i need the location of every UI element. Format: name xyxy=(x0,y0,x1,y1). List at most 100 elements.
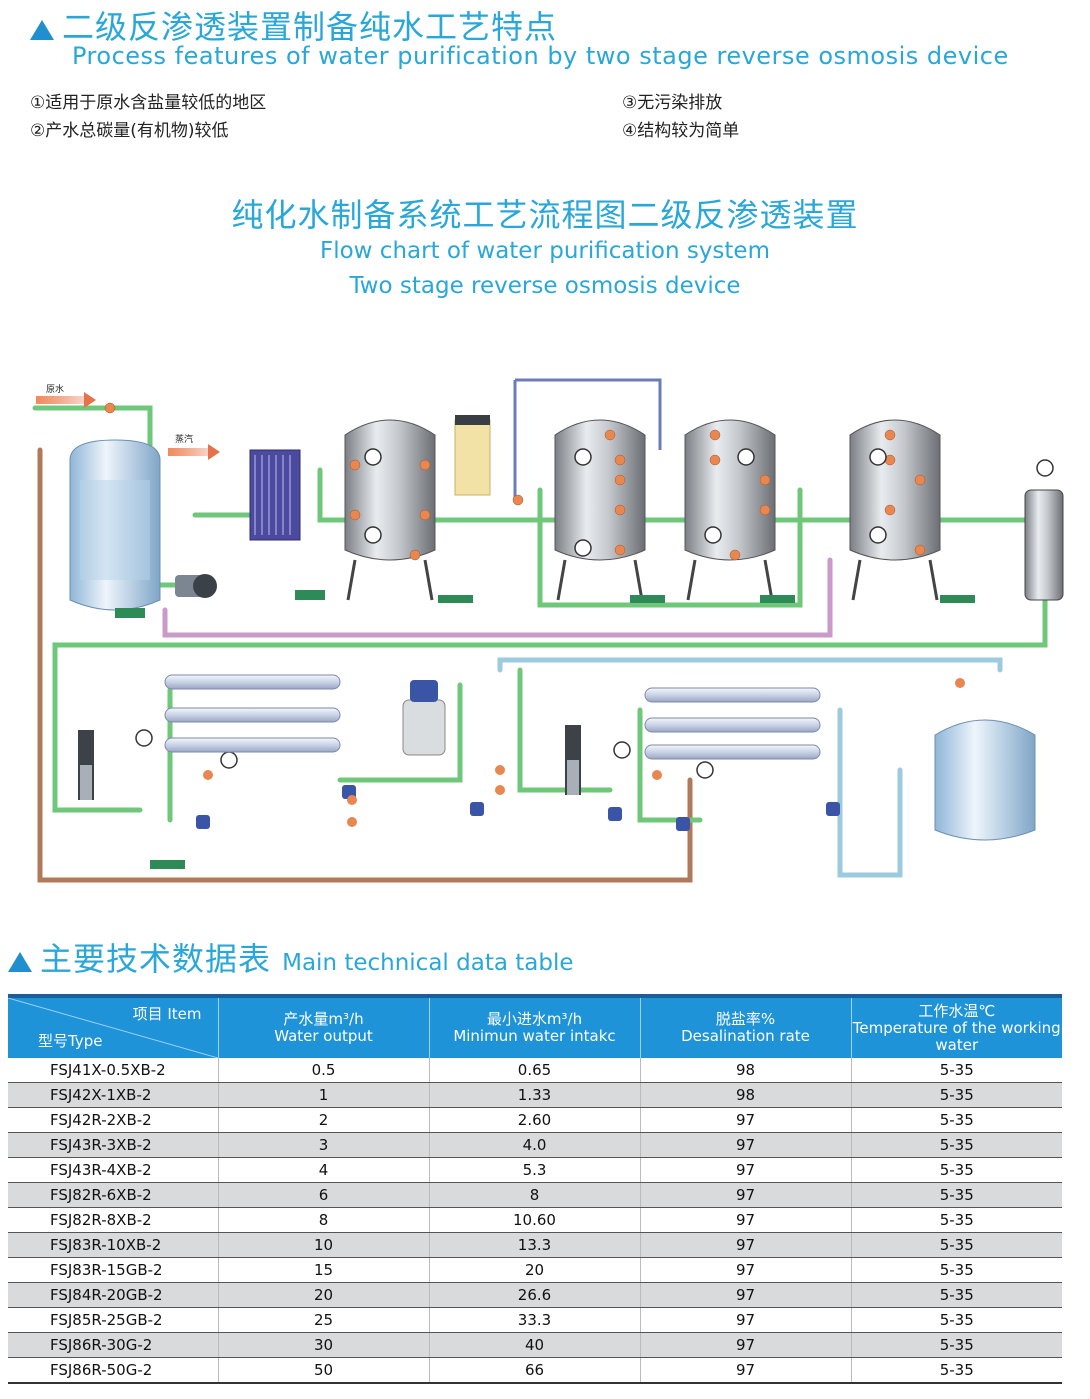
model-cell: FSJ41X-0.5XB-2 xyxy=(8,1058,218,1083)
water-output-cell: 20 xyxy=(217,1282,429,1308)
salt-tank xyxy=(454,419,491,496)
model-cell: FSJ84R-20GB-2 xyxy=(8,1282,218,1308)
min-intake-cell: 5.3 xyxy=(428,1157,640,1183)
model-cell: FSJ86R-30G-2 xyxy=(8,1332,218,1358)
min-intake-cell: 66 xyxy=(428,1357,640,1384)
water-output-cell: 4 xyxy=(217,1157,429,1183)
backwash-pipe xyxy=(162,557,833,638)
water-output-cell: 30 xyxy=(217,1332,429,1358)
security-filter xyxy=(1024,489,1064,601)
water-output-cell: 3 xyxy=(217,1132,429,1158)
model-cell: FSJ42X-1XB-2 xyxy=(8,1082,218,1108)
feature-3: ③无污染排放 xyxy=(622,93,723,113)
temperature-cell: 5-35 xyxy=(850,1257,1062,1283)
model-cell: FSJ43R-3XB-2 xyxy=(8,1132,218,1158)
model-cell: FSJ83R-10XB-2 xyxy=(8,1232,218,1258)
flowchart-title-en-2: Two stage reverse osmosis device xyxy=(349,273,741,299)
header-desalination-rate: 脱盐率%Desalination rate xyxy=(639,994,851,1058)
desalination-cell: 97 xyxy=(639,1132,851,1158)
temperature-cell: 5-35 xyxy=(850,1357,1062,1384)
temperature-cell: 5-35 xyxy=(850,1107,1062,1133)
desalination-cell: 98 xyxy=(639,1082,851,1108)
raw-water-label: 原水 xyxy=(46,383,64,395)
min-intake-cell: 26.6 xyxy=(428,1282,640,1308)
water-output-cell: 8 xyxy=(217,1207,429,1233)
water-output-cell: 6 xyxy=(217,1182,429,1208)
process-flow-diagram: 原水 蒸汽 xyxy=(32,378,1064,883)
min-intake-cell: 2.60 xyxy=(428,1107,640,1133)
desalination-cell: 97 xyxy=(639,1182,851,1208)
desalination-cell: 97 xyxy=(639,1107,851,1133)
temperature-cell: 5-35 xyxy=(850,1132,1062,1158)
product-water-pipe xyxy=(837,707,903,878)
temperature-cell: 5-35 xyxy=(850,1157,1062,1183)
high-pressure-pumps xyxy=(78,725,581,800)
pressure-gauges xyxy=(135,448,1054,779)
min-intake-cell: 13.3 xyxy=(428,1232,640,1258)
feed-pump xyxy=(115,574,217,618)
water-output-cell: 50 xyxy=(217,1357,429,1384)
header-item-label: 项目 Item xyxy=(132,1005,202,1023)
header-title-en: Process features of water purification b… xyxy=(72,42,1009,70)
desalination-cell: 97 xyxy=(639,1257,851,1283)
feature-4: ④结构较为简单 xyxy=(622,121,740,141)
dosing-tank xyxy=(402,680,446,756)
min-intake-cell: 10.60 xyxy=(428,1207,640,1233)
steam-label: 蒸汽 xyxy=(175,433,193,445)
min-intake-cell: 4.0 xyxy=(428,1132,640,1158)
desalination-cell: 97 xyxy=(639,1282,851,1308)
temperature-cell: 5-35 xyxy=(850,1207,1062,1233)
temperature-cell: 5-35 xyxy=(850,1282,1062,1308)
model-cell: FSJ83R-15GB-2 xyxy=(8,1257,218,1283)
header-title-cn: 二级反渗透装置制备纯水工艺特点 xyxy=(62,8,558,46)
min-intake-cell: 8 xyxy=(428,1182,640,1208)
desalination-cell: 97 xyxy=(639,1232,851,1258)
table-title-row: 主要技术数据表 Main technical data table xyxy=(8,934,574,980)
heat-exchanger xyxy=(249,449,325,600)
desalination-cell: 97 xyxy=(639,1357,851,1384)
flowchart-title-en-1: Flow chart of water purification system xyxy=(319,238,770,264)
pure-water-tank xyxy=(934,719,1036,841)
flowchart-title-cn: 纯化水制备系统工艺流程图二级反渗透装置 xyxy=(231,196,859,234)
temperature-cell: 5-35 xyxy=(850,1182,1062,1208)
model-cell: FSJ85R-25GB-2 xyxy=(8,1307,218,1333)
raw-water-tank xyxy=(69,439,161,611)
model-cell: FSJ86R-50G-2 xyxy=(8,1357,218,1384)
temperature-cell: 5-35 xyxy=(850,1058,1062,1083)
desalination-cell: 98 xyxy=(639,1058,851,1083)
triangle-icon xyxy=(30,19,54,40)
header-title-cn-row: 二级反渗透装置制备纯水工艺特点 xyxy=(30,2,557,48)
temperature-cell: 5-35 xyxy=(850,1232,1062,1258)
water-output-cell: 2 xyxy=(217,1107,429,1133)
temperature-cell: 5-35 xyxy=(850,1332,1062,1358)
model-cell: FSJ82R-8XB-2 xyxy=(8,1207,218,1233)
header-type-label: 型号Type xyxy=(38,1032,103,1050)
water-output-cell: 10 xyxy=(217,1232,429,1258)
ro-stage-2-membranes xyxy=(644,687,821,760)
model-cell: FSJ42R-2XB-2 xyxy=(8,1107,218,1133)
min-intake-cell: 33.3 xyxy=(428,1307,640,1333)
table-title-cn: 主要技术数据表 xyxy=(40,940,272,978)
feature-1: ①适用于原水含盐量较低的地区 xyxy=(30,93,267,113)
desalination-cell: 97 xyxy=(639,1307,851,1333)
ro-stage-1-membranes xyxy=(164,674,341,753)
water-output-cell: 25 xyxy=(217,1307,429,1333)
flow-meters xyxy=(196,785,840,831)
